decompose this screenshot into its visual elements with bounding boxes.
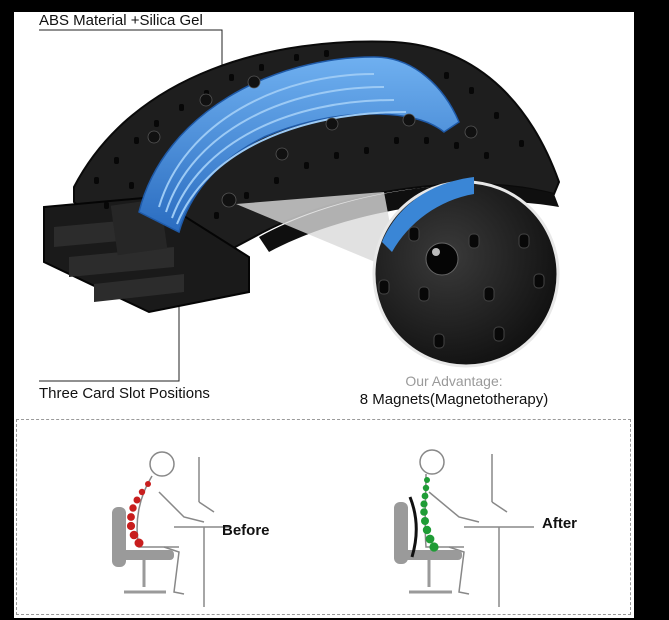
back-stretcher-illustration	[39, 29, 561, 382]
before-label: Before	[222, 522, 270, 539]
product-panel: ABS Material +Silica Gel Three Card Slot…	[14, 12, 634, 618]
after-posture-illustration	[394, 449, 534, 607]
after-label: After	[542, 515, 578, 532]
advantage-title: Our Advantage:	[405, 373, 503, 389]
before-posture-illustration	[112, 451, 229, 607]
advantage-text: 8 Magnets(Magnetotherapy)	[359, 391, 549, 408]
posture-comparison-box	[16, 419, 631, 615]
material-label: ABS Material +Silica Gel	[39, 12, 203, 29]
slot-positions-label: Three Card Slot Positions	[39, 385, 210, 402]
